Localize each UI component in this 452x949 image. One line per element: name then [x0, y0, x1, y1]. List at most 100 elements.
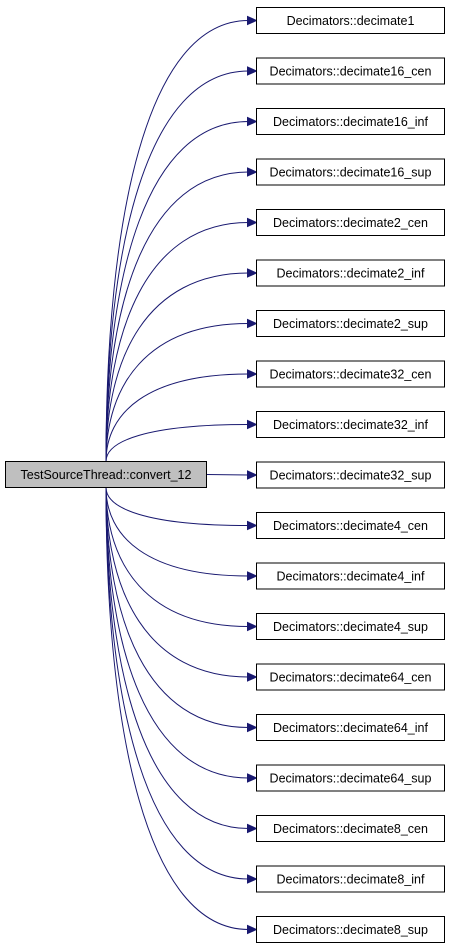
callee-node-label: Decimators::decimate4_cen [273, 519, 428, 533]
arrowhead-decimate4-cen [247, 520, 258, 531]
callee-node-label: Decimators::decimate16_inf [273, 115, 428, 129]
callee-node-label: Decimators::decimate4_sup [273, 620, 428, 634]
callee-node-label: Decimators::decimate32_cen [270, 368, 432, 382]
root-node-box[interactable] [5, 461, 207, 488]
edge-to-decimate16-inf [105, 121, 249, 462]
edge-to-decimate64-inf [105, 487, 249, 728]
edge-to-decimate32-cen [105, 373, 249, 462]
callee-node-decimate8-cen[interactable]: Decimators::decimate8_cen [256, 815, 445, 842]
arrowhead-decimate32-sup [247, 470, 258, 480]
callee-node-decimate32-cen[interactable]: Decimators::decimate32_cen [256, 360, 445, 388]
edge-to-decimate4-sup [105, 487, 249, 627]
arrowhead-decimate32-cen [247, 369, 258, 379]
arrowhead-decimate2-cen [247, 217, 258, 228]
callee-node-decimate4-cen[interactable]: Decimators::decimate4_cen [256, 512, 445, 539]
callee-node-label: Decimators::decimate1 [287, 14, 415, 28]
arrowhead-decimate8-sup [247, 924, 258, 935]
callee-node-decimate8-sup[interactable]: Decimators::decimate8_sup [256, 916, 445, 943]
edges-layer [105, 15, 258, 935]
callee-node-label: Decimators::decimate2_cen [273, 216, 428, 230]
root-node-label: TestSourceThread::convert_12 [21, 468, 192, 482]
callee-node-decimate2-sup[interactable]: Decimators::decimate2_sup [256, 310, 445, 337]
callee-node-box[interactable] [256, 461, 445, 489]
callee-node-box[interactable] [256, 209, 445, 236]
callee-node-decimate8-inf[interactable]: Decimators::decimate8_inf [256, 865, 445, 893]
arrowhead-decimate16-inf [247, 116, 258, 127]
edge-to-decimate32-sup [206, 474, 249, 476]
callee-node-decimate32-sup[interactable]: Decimators::decimate32_sup [256, 461, 445, 489]
edge-to-decimate32-inf [105, 424, 249, 462]
callee-node-box[interactable] [256, 663, 445, 691]
arrowhead-decimate64-sup [247, 773, 258, 783]
callee-node-box[interactable] [256, 764, 445, 792]
callee-node-box[interactable] [256, 916, 445, 943]
callee-node-decimate64-inf[interactable]: Decimators::decimate64_inf [256, 714, 445, 741]
callee-node-box[interactable] [256, 411, 445, 438]
edge-to-decimate16-sup [105, 171, 249, 462]
callee-node-box[interactable] [256, 815, 445, 842]
callee-node-decimate32-inf[interactable]: Decimators::decimate32_inf [256, 411, 445, 438]
arrowhead-decimate4-inf [247, 571, 258, 581]
callee-node-decimate2-cen[interactable]: Decimators::decimate2_cen [256, 209, 445, 236]
arrowhead-decimate8-cen [247, 823, 258, 834]
callee-node-decimate2-inf[interactable]: Decimators::decimate2_inf [256, 259, 445, 287]
callee-node-decimate4-sup[interactable]: Decimators::decimate4_sup [256, 613, 445, 640]
arrowhead-decimate64-cen [247, 672, 258, 682]
arrowhead-decimate16-cen [247, 66, 258, 76]
callee-node-box[interactable] [256, 512, 445, 539]
edge-to-decimate16-cen [105, 70, 249, 462]
callee-node-box[interactable] [256, 714, 445, 741]
callee-node-decimate16-cen[interactable]: Decimators::decimate16_cen [256, 57, 445, 85]
callee-node-decimate64-cen[interactable]: Decimators::decimate64_cen [256, 663, 445, 691]
callee-node-box[interactable] [256, 259, 445, 287]
edge-to-decimate64-cen [105, 487, 249, 678]
edge-to-decimate4-cen [105, 487, 249, 526]
edge-to-decimate2-sup [105, 323, 249, 462]
callee-node-label: Decimators::decimate4_inf [277, 570, 426, 584]
arrowhead-decimate4-sup [247, 621, 258, 632]
edge-to-decimate2-inf [105, 272, 249, 462]
callee-node-box[interactable] [256, 562, 445, 590]
callee-node-box[interactable] [256, 108, 445, 135]
callee-node-label: Decimators::decimate64_inf [273, 721, 428, 735]
callee-node-decimate64-sup[interactable]: Decimators::decimate64_sup [256, 764, 445, 792]
edge-to-decimate4-inf [105, 487, 249, 577]
arrowhead-decimate64-inf [247, 722, 258, 733]
callee-node-label: Decimators::decimate16_cen [270, 65, 432, 79]
callee-node-label: Decimators::decimate32_inf [273, 418, 428, 432]
root-node[interactable]: TestSourceThread::convert_12 [5, 461, 207, 488]
arrowhead-decimate32-inf [247, 419, 258, 430]
nodes-layer: TestSourceThread::convert_12 Decimators:… [5, 7, 445, 943]
arrowhead-decimate8-inf [247, 874, 258, 884]
callee-node-label: Decimators::decimate16_sup [270, 166, 432, 180]
callee-node-decimate4-inf[interactable]: Decimators::decimate4_inf [256, 562, 445, 590]
callee-node-box[interactable] [256, 613, 445, 640]
callee-node-label: Decimators::decimate2_inf [277, 267, 426, 281]
callee-node-label: Decimators::decimate32_sup [270, 469, 432, 483]
edge-to-decimate8-sup [105, 487, 249, 930]
arrowhead-decimate1 [247, 15, 258, 26]
edge-to-decimate1 [105, 20, 249, 462]
callee-node-label: Decimators::decimate64_sup [270, 772, 432, 786]
edge-to-decimate8-inf [105, 487, 249, 880]
callee-node-decimate16-inf[interactable]: Decimators::decimate16_inf [256, 108, 445, 135]
callee-node-box[interactable] [256, 57, 445, 85]
callee-node-decimate16-sup[interactable]: Decimators::decimate16_sup [256, 158, 445, 186]
callee-node-box[interactable] [256, 360, 445, 388]
edge-to-decimate8-cen [105, 487, 249, 829]
callee-node-label: Decimators::decimate8_cen [273, 822, 428, 836]
callee-node-label: Decimators::decimate2_sup [273, 317, 428, 331]
callee-node-box[interactable] [256, 7, 445, 34]
edge-to-decimate2-cen [105, 222, 249, 462]
callee-node-box[interactable] [256, 158, 445, 186]
callee-node-label: Decimators::decimate8_sup [273, 923, 428, 937]
arrowhead-decimate2-sup [247, 318, 258, 329]
callee-node-decimate1[interactable]: Decimators::decimate1 [256, 7, 445, 34]
callee-node-label: Decimators::decimate64_cen [270, 671, 432, 685]
callee-node-box[interactable] [256, 310, 445, 337]
callee-node-box[interactable] [256, 865, 445, 893]
edge-to-decimate64-sup [105, 487, 249, 779]
callee-node-label: Decimators::decimate8_inf [277, 873, 426, 887]
arrowhead-decimate2-inf [247, 268, 258, 278]
